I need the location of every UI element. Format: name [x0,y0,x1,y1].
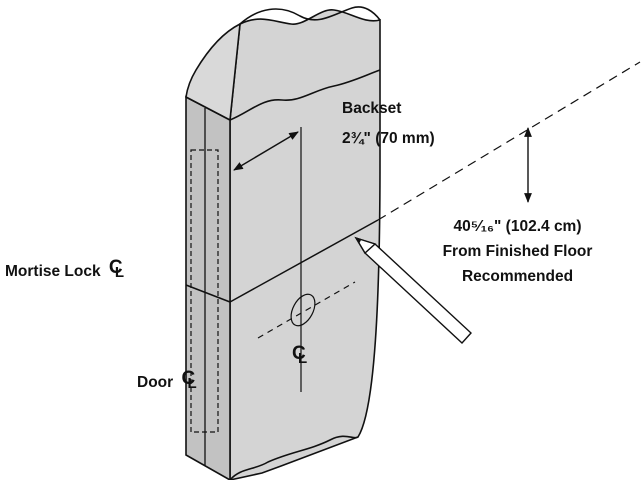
door-top [185,22,241,122]
top-break-line [229,69,381,121]
bottom-break-line [229,435,359,480]
top-break-line-back [239,6,381,25]
height-extension-line [377,61,641,221]
backset-arrow [233,131,299,171]
backset-title: Backset [342,100,402,117]
door-face [229,9,381,480]
door-edge [185,95,231,480]
mortise-lock-text: Mortise Lock [5,263,101,280]
lock-centerline-face [229,219,379,303]
mortise-lock-label: Mortise Lock C L [5,257,126,283]
cylinder-hole [290,293,316,327]
lock-centerline [185,284,231,303]
height-label: 40⁵⁄₁₆" (102.4 cm) From Finished Floor R… [405,216,630,288]
height-line3: Recommended [461,268,574,285]
centerline-symbol-icon: C L [108,257,125,282]
centerline-symbol-icon: C L [181,368,197,393]
pencil-icon [354,236,472,344]
height-line2: From Finished Floor [442,243,593,260]
centerline-symbol-icon: C L [292,343,308,368]
height-value: 40⁵⁄₁₆" (102.4 cm) [453,218,582,235]
backset-value: 2¾" (70 mm) [342,130,435,147]
door-text: Door [137,374,174,391]
door-label: Door C L [137,368,198,394]
mortise-pocket [190,149,219,433]
cylinder-axis [257,281,356,339]
face-centerline-label: C L [292,343,309,369]
